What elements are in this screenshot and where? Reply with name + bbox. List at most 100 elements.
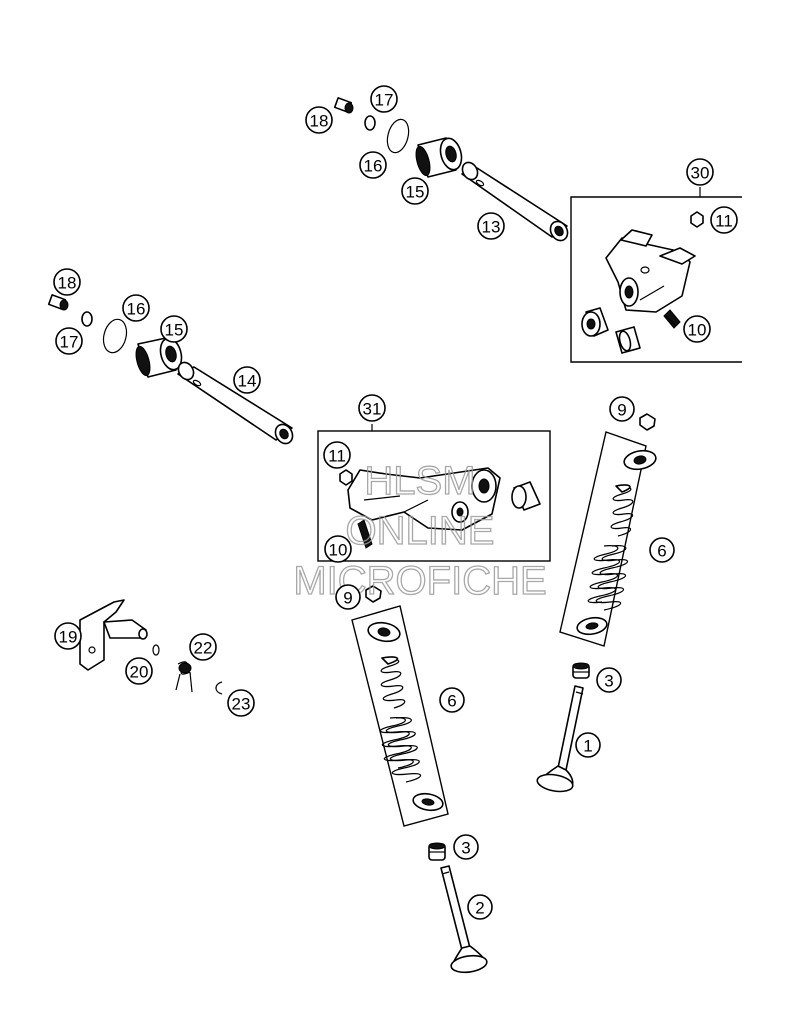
valve-springs-6-right: [559, 413, 657, 647]
washer-17-upper: [364, 115, 376, 131]
nut-11-upper: [690, 211, 704, 228]
callout-circle: [439, 687, 465, 713]
callout-circle: [305, 106, 333, 134]
callout-label: 13: [482, 218, 501, 237]
spring-outer-left: [380, 656, 406, 709]
callout-17: 17: [370, 85, 398, 113]
callout-circle: [324, 535, 352, 563]
callout-circle: [53, 268, 81, 296]
screw-10-upper: [663, 309, 681, 329]
callout-label: 18: [310, 112, 329, 131]
bolt-18-left: [47, 294, 69, 311]
upper-shaft-group: [333, 97, 569, 242]
spring-inner-right: [587, 545, 629, 611]
valve-springs-6-left: [351, 585, 449, 827]
shaft-14: [177, 361, 294, 445]
callout-circle: [686, 158, 714, 186]
callout-circle: [335, 584, 361, 610]
callout-6: 6: [649, 537, 675, 563]
callout-circle: [323, 441, 351, 469]
spring-inner-left: [379, 717, 422, 783]
callout-circle: [358, 394, 386, 422]
callout-label: 11: [715, 212, 733, 231]
shaft-13: [461, 161, 569, 242]
callout-circle: [467, 894, 493, 920]
callout-18: 18: [53, 268, 81, 296]
callout-3: 3: [453, 834, 479, 860]
callout-circle: [401, 177, 429, 205]
callout-label: 22: [194, 639, 213, 658]
callout-label: 3: [604, 672, 613, 691]
callout-circle: [227, 689, 255, 717]
callout-15: 15: [401, 177, 429, 205]
spring-22: [175, 661, 193, 693]
rocker-arm-lower: [347, 467, 501, 531]
callout-18: 18: [305, 106, 333, 134]
callout-3: 3: [596, 667, 622, 693]
callout-circle: [575, 732, 601, 758]
callout-circle: [233, 366, 261, 394]
callout-label: 16: [127, 300, 146, 319]
callout-17: 17: [55, 327, 83, 355]
callout-label: 19: [59, 628, 78, 647]
callout-layer: 1817161513301110181716151431111096919202…: [53, 85, 738, 920]
bolt-18-upper: [333, 97, 354, 114]
screw-10-lower: [357, 519, 373, 549]
callout-circle: [649, 537, 675, 563]
nut-9-right: [639, 413, 656, 431]
valve-seal-3-right: [572, 662, 590, 679]
callout-label: 15: [406, 183, 425, 202]
bushing-15-left: [135, 337, 183, 378]
callout-14: 14: [233, 366, 261, 394]
callout-label: 14: [238, 372, 257, 391]
callout-circle: [477, 212, 505, 240]
callout-30: 30: [686, 158, 714, 186]
callout-label: 30: [691, 164, 710, 183]
watermark-line-3: MICROFICHE: [293, 559, 546, 603]
callout-16: 16: [122, 294, 150, 322]
nut-9-left: [365, 585, 382, 603]
callout-circle: [609, 396, 635, 422]
callout-1: 1: [575, 732, 601, 758]
o-ring-16-upper: [386, 118, 410, 154]
callout-circle: [54, 622, 82, 650]
callout-circle: [453, 834, 479, 860]
callout-circle: [596, 667, 622, 693]
callout-label: 9: [343, 589, 352, 608]
callout-20: 20: [125, 657, 153, 685]
callout-2: 2: [467, 894, 493, 920]
callout-23: 23: [227, 689, 255, 717]
callout-circle: [370, 85, 398, 113]
callout-circle: [359, 151, 387, 179]
callout-label: 6: [447, 692, 456, 711]
nut-11-lower: [339, 469, 353, 486]
callout-label: 6: [657, 542, 666, 561]
callout-6: 6: [439, 687, 465, 713]
callout-label: 10: [329, 541, 348, 560]
callout-circle: [683, 315, 711, 343]
callout-31: 31: [358, 394, 386, 422]
callout-11: 11: [323, 441, 351, 469]
spring-outer-right: [610, 484, 634, 537]
callout-label: 11: [328, 447, 346, 466]
circlip-23: [215, 681, 223, 695]
callout-circle: [160, 315, 188, 343]
callout-label: 17: [375, 91, 394, 110]
callout-label: 17: [60, 333, 79, 352]
valve-1: [536, 662, 590, 793]
rocker-assembly-31-frame: [317, 424, 551, 562]
watermark-line-2: ONLINE: [346, 509, 495, 553]
roller-upper: [581, 307, 609, 337]
rocker-assembly-30-frame: [570, 187, 742, 363]
callout-13: 13: [477, 212, 505, 240]
callout-16: 16: [359, 151, 387, 179]
washer-17-left: [81, 311, 93, 327]
callout-circle: [122, 294, 150, 322]
bushing-15-upper: [415, 137, 463, 178]
callout-label: 1: [583, 737, 592, 756]
watermark-line-1: HLSM: [364, 459, 475, 503]
clip-20: [152, 644, 160, 656]
rocker-arm-upper: [605, 229, 696, 313]
callout-circle: [125, 657, 153, 685]
callout-label: 9: [617, 401, 626, 420]
